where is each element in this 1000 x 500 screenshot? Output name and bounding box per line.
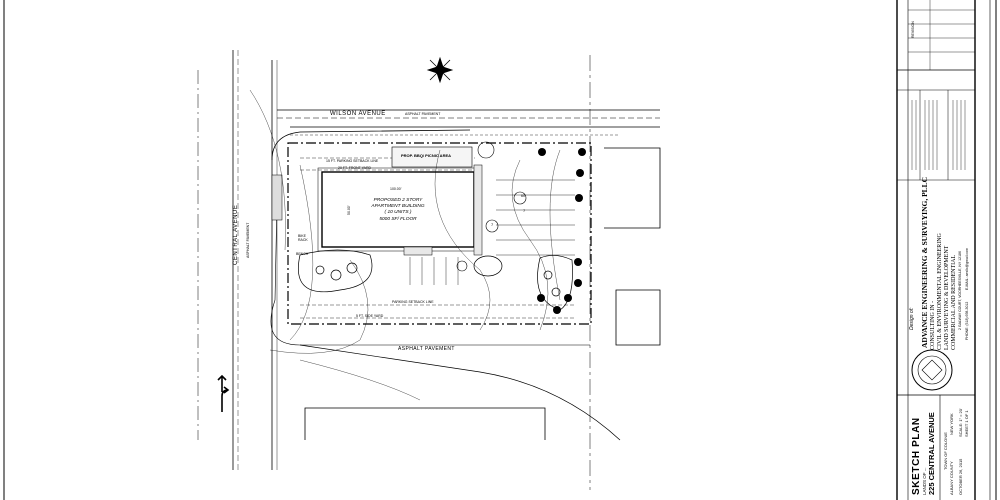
- site-address: 225 CENTRAL AVENUE: [927, 412, 936, 495]
- title-block: [896, 0, 991, 500]
- state-name: NEW YORK: [949, 413, 954, 435]
- building-label-line1: PROPOSED 2 STORY: [373, 198, 423, 203]
- building-label-line4: 5000 SF/ FLOOR: [379, 216, 417, 222]
- firm-address: 2 GALWAY COURT, VOORHEESVILLE, NY 12186: [958, 251, 962, 330]
- consulting-label: CONSULTING IN -: [930, 300, 936, 350]
- bike-rack-label: BIKE RACK: [298, 234, 308, 242]
- service-1: CIVIL & ENVIRONMENTAL ENGINEERING: [937, 233, 943, 350]
- building-width-dim: 100.00': [390, 187, 402, 191]
- parking-count-label-2: 7: [523, 208, 526, 213]
- central-avenue-label: CENTRAL AVENUE: [233, 204, 239, 265]
- building-label: PROPOSED 2 STORY APARTMENT BUILDING ( 10…: [362, 198, 434, 223]
- central-avenue-note: ASPHALT PAVEMENT: [246, 222, 250, 258]
- traffic-direction-arrows: [217, 374, 230, 412]
- building-label-line2: APARTMENT BUILDING: [371, 204, 425, 210]
- property-boundary: [287, 142, 592, 325]
- drawing-scale: SCALE: 1" = 20': [958, 408, 963, 437]
- firm-email: E-MAIL: aesllc@gmail.com: [965, 247, 969, 290]
- sheet-number: SHEET 1 OF 1: [964, 410, 969, 437]
- firm-phone: PHONE: (518) 698-3012: [965, 301, 969, 340]
- county-name: ALBANY COUNTY: [949, 461, 954, 495]
- engineer-seal-icon: [911, 349, 953, 391]
- wilson-avenue-label: WILSON AVENUE: [330, 111, 386, 117]
- firm-name: ADVANCE ENGINEERING & SURVEYING, PLLC: [920, 176, 929, 348]
- asphalt-pavement-label: ASPHALT PAVEMENT: [398, 346, 455, 352]
- north-arrow-icon: [426, 56, 454, 84]
- parking-stalls: [409, 179, 575, 285]
- tree-icons: [537, 148, 586, 314]
- side-yard-label: 5 FT. SIDE YARD: [356, 314, 384, 318]
- neighbor-buildings: [304, 147, 661, 440]
- sheet-border: [3, 0, 997, 500]
- setback-top-label: 15 FT. PARKING SETBACK LINE: [326, 159, 379, 163]
- service-2: LAND SURVEYING & DEVELOPMENT: [944, 245, 950, 350]
- firm-label: Design of:: [909, 307, 915, 330]
- street-lines: [197, 50, 660, 490]
- wilson-avenue-note: ASPHALT PAVEMENT: [405, 112, 441, 116]
- picnic-area: [391, 146, 473, 168]
- parking-count-label: 7: [491, 222, 494, 227]
- building-depth-dim: 50.00': [347, 205, 351, 215]
- revision-label: REVISION: [911, 21, 915, 38]
- front-yard-label: 20 FT. FRONT YARD: [338, 166, 372, 170]
- shrub-icon: [477, 141, 495, 159]
- bench-label: BENCH: [296, 252, 309, 256]
- landscape-islands: [298, 249, 573, 311]
- town-name: TOWN OF COLONIE: [943, 432, 948, 470]
- service-3: COMMERCIAL AND RESIDENTIAL: [951, 254, 957, 350]
- dim-right-label: 60': [521, 194, 526, 198]
- setback-bottom-label: PARKING SETBACK LINE: [392, 300, 434, 304]
- sheet-title: SKETCH PLAN: [911, 417, 922, 495]
- contour-lines: [249, 89, 561, 401]
- drawing-date: OCTOBER 26, 2015: [958, 458, 963, 495]
- building-label-line3: ( 10 UNITS ): [384, 210, 412, 216]
- picnic-area-label: PROP. BBQ/ PICNIC AREA: [401, 153, 452, 158]
